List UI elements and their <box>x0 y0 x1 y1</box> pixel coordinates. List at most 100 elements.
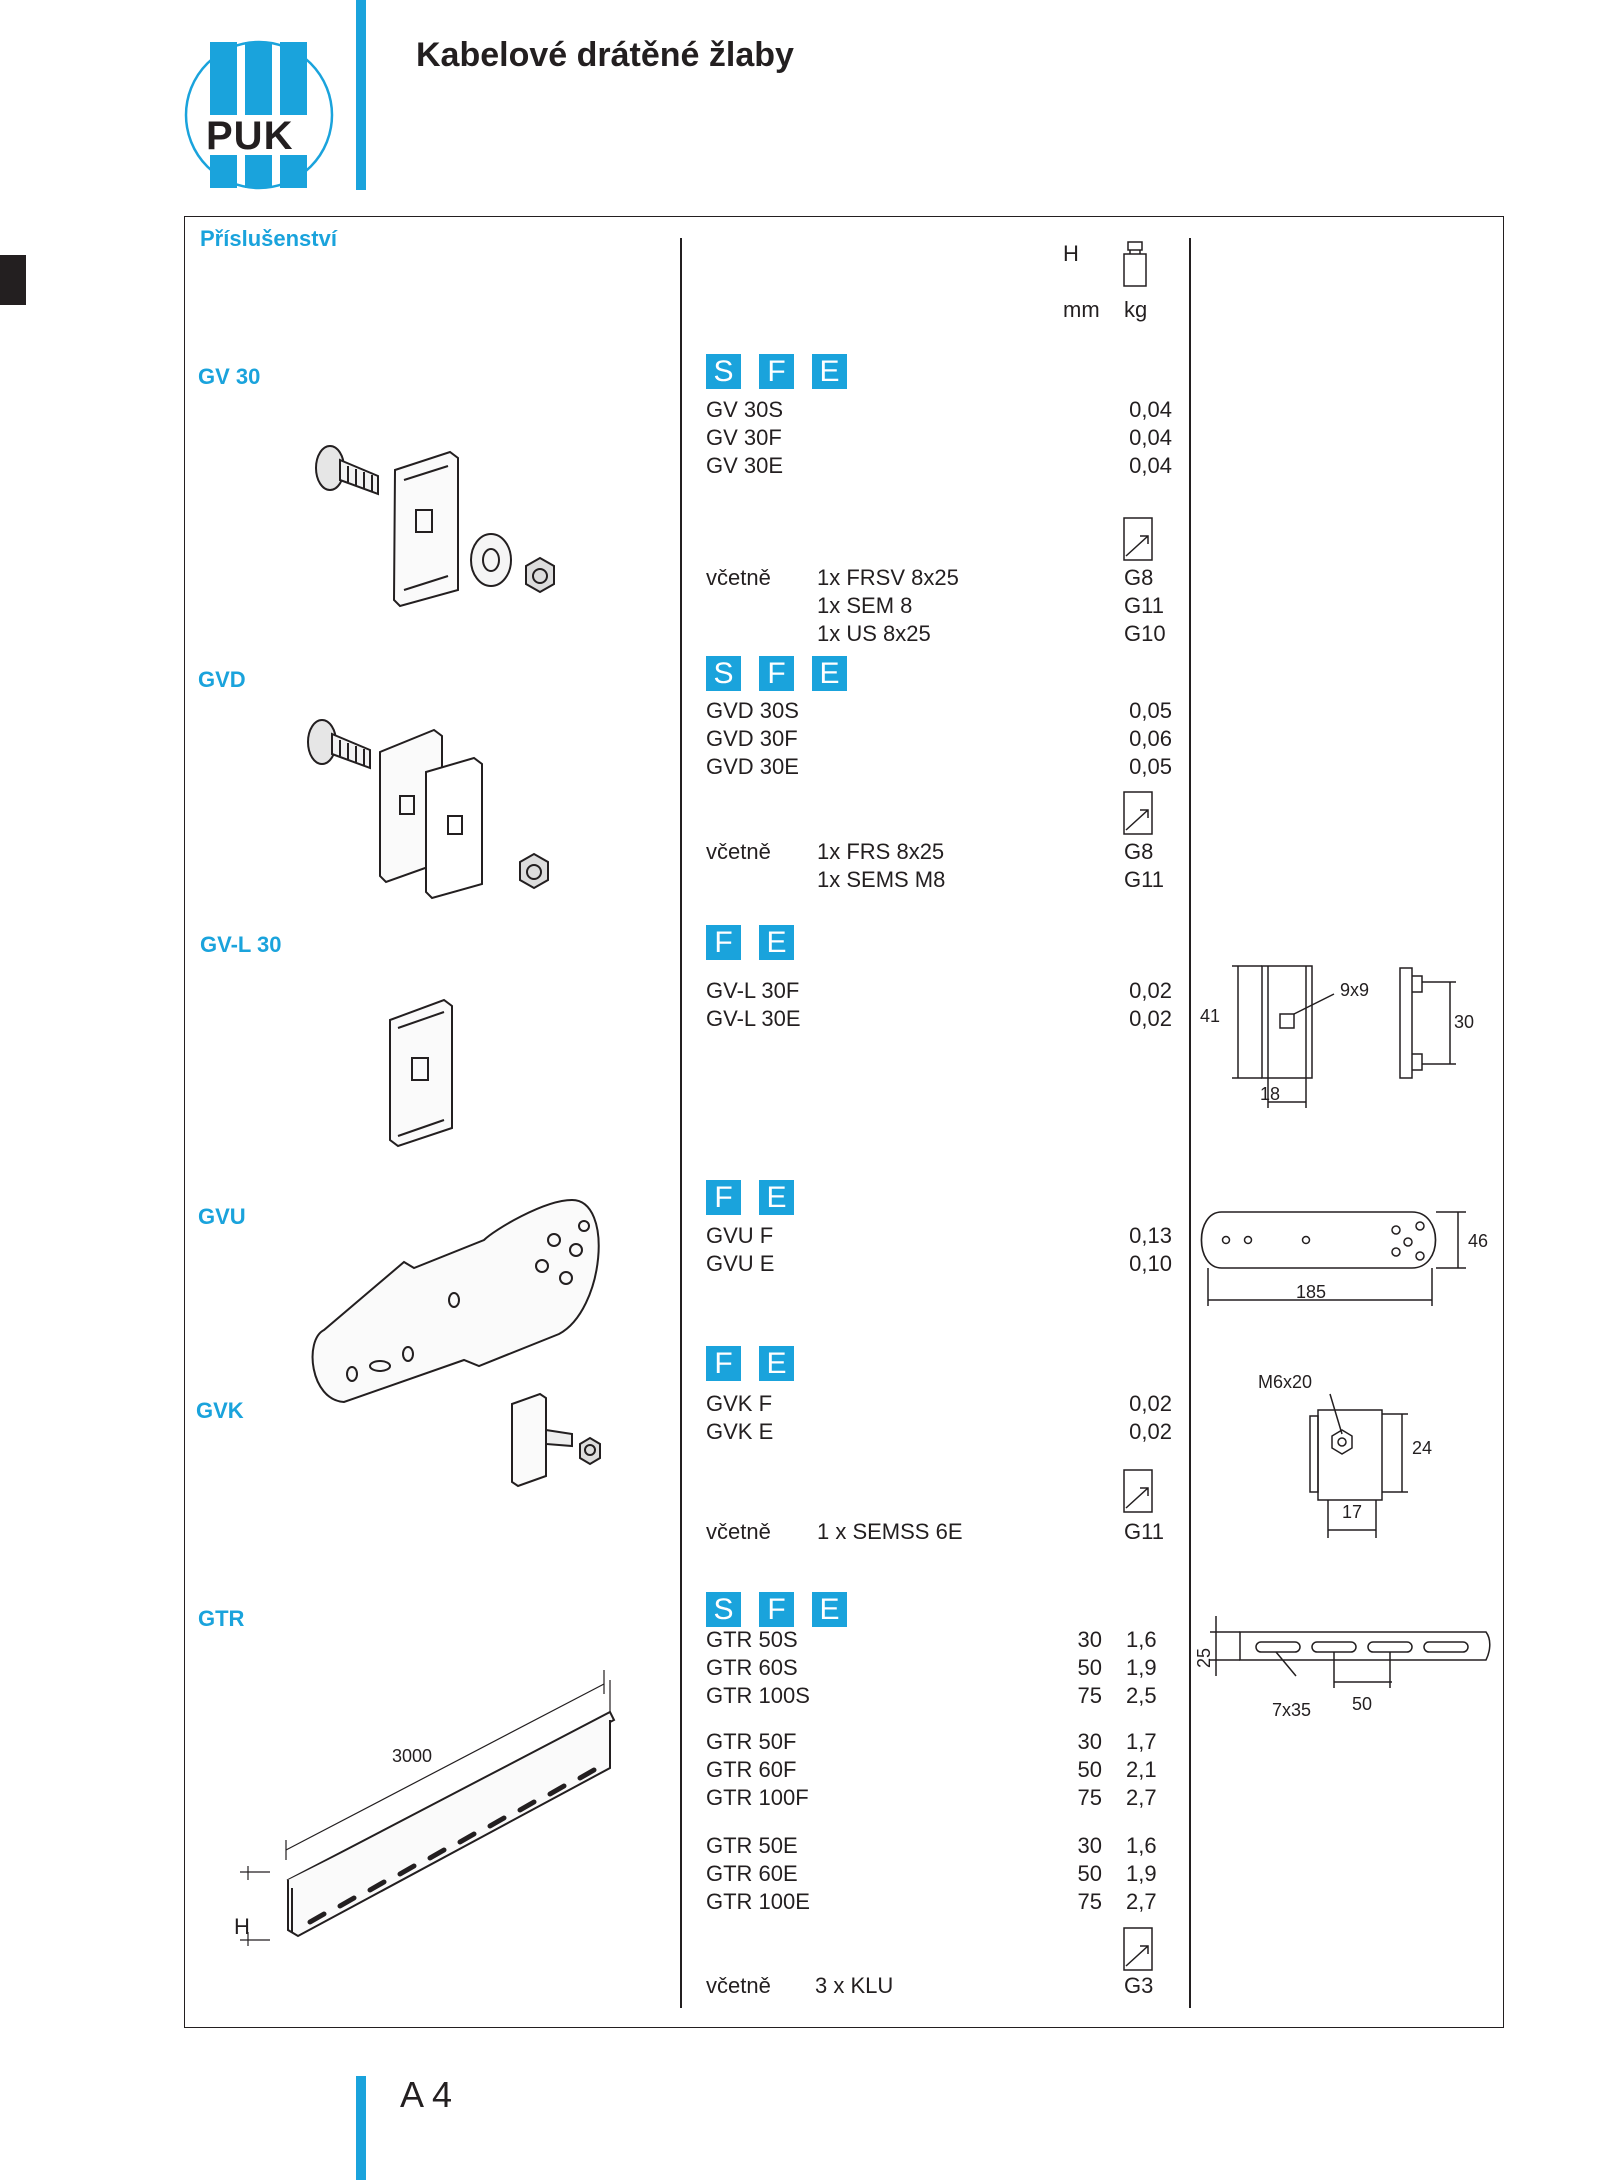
dim-label: 17 <box>1342 1502 1363 1522</box>
chip-e: E <box>812 1592 847 1627</box>
logo-text: PUK <box>206 114 294 158</box>
gvd-illustration <box>307 719 549 900</box>
item-weight: 2,1 <box>1126 1757 1157 1782</box>
gv30-illustration <box>315 445 555 608</box>
dim-label: 41 <box>1200 1006 1221 1026</box>
dim-label: 7x35 <box>1272 1700 1312 1720</box>
dim-label: 9x9 <box>1340 980 1370 1000</box>
item-weight: 1,6 <box>1126 1833 1157 1858</box>
gvl30-dimension-drawing <box>1232 965 1456 1108</box>
item-height: 75 <box>1077 1683 1102 1708</box>
item-code: GTR 60E <box>706 1861 798 1886</box>
column-divider-right <box>1189 238 1191 2008</box>
item-code: GV-L 30F <box>706 978 800 1003</box>
finish-chips-gvk: F E <box>706 1346 794 1381</box>
gtr-illustration <box>240 1670 616 1946</box>
dim-label: M6x20 <box>1258 1372 1313 1392</box>
finish-chips-gtr: S F E <box>706 1592 847 1627</box>
include-ref: G10 <box>1124 621 1166 646</box>
catalog-reference-icon <box>1123 1469 1153 1513</box>
chip-e: E <box>759 1346 794 1381</box>
gvk-dimension-drawing <box>1309 1393 1408 1538</box>
footer-accent-bar <box>356 2076 366 2180</box>
item-weight: 0,13 <box>1129 1223 1172 1248</box>
item-code: GTR 100F <box>706 1785 809 1810</box>
chip-f: F <box>759 1592 794 1627</box>
puk-logo: PUK <box>184 40 334 190</box>
item-code: GVD 30F <box>706 726 798 751</box>
item-height: 30 <box>1077 1729 1102 1754</box>
include-item: 1x FRSV 8x25 <box>817 565 959 590</box>
item-weight: 0,04 <box>1129 397 1172 422</box>
include-ref: G11 <box>1124 867 1164 892</box>
item-weight: 0,10 <box>1129 1251 1172 1276</box>
gvu-dimension-drawing <box>1200 1211 1466 1306</box>
product-name-gvk: GVK <box>196 1398 244 1423</box>
side-tab-marker <box>0 255 26 305</box>
content-frame <box>184 216 1504 2028</box>
item-weight: 0,02 <box>1129 1006 1172 1031</box>
item-weight: 0,04 <box>1129 425 1172 450</box>
include-ref: G8 <box>1124 565 1154 590</box>
item-weight: 1,6 <box>1126 1627 1157 1652</box>
item-weight: 0,02 <box>1129 1391 1172 1416</box>
item-code: GV-L 30E <box>706 1006 801 1031</box>
product-name-gv30: GV 30 <box>198 364 261 389</box>
item-weight: 2,5 <box>1126 1683 1157 1708</box>
finish-chips-gvu: F E <box>706 1180 794 1215</box>
dim-label: 50 <box>1352 1694 1373 1714</box>
include-item: 1x US 8x25 <box>817 621 931 646</box>
include-ref: G11 <box>1124 593 1164 618</box>
dim-label: 30 <box>1454 1012 1475 1032</box>
dim-label: 25 <box>1194 1647 1214 1668</box>
item-height: 30 <box>1077 1627 1102 1652</box>
item-height: 50 <box>1077 1757 1102 1782</box>
include-item: 1 x SEMSS 6E <box>817 1519 963 1544</box>
include-ref: G8 <box>1124 839 1154 864</box>
includes-label: včetně <box>706 839 771 864</box>
col-header-kg: kg <box>1124 297 1148 322</box>
dim-label: 24 <box>1412 1438 1433 1458</box>
chip-f: F <box>759 656 794 691</box>
dim-label: 46 <box>1468 1231 1489 1251</box>
item-code: GTR 100S <box>706 1683 810 1708</box>
chip-e: E <box>759 925 794 960</box>
includes-label: včetně <box>706 1973 771 1998</box>
product-name-gvu: GVU <box>198 1204 246 1229</box>
item-weight: 0,02 <box>1129 1419 1172 1444</box>
item-height: 75 <box>1077 1889 1102 1914</box>
item-weight: 1,9 <box>1126 1861 1157 1886</box>
dim-label: H <box>234 1914 250 1939</box>
finish-chips-gvd: S F E <box>706 656 847 691</box>
chip-f: F <box>706 925 741 960</box>
chip-s: S <box>706 354 741 389</box>
gvk-illustration <box>511 1392 601 1488</box>
chip-f: F <box>706 1180 741 1215</box>
product-name-gvd: GVD <box>198 667 246 692</box>
finish-chips-gvl30: F E <box>706 925 794 960</box>
item-weight: 0,02 <box>1129 978 1172 1003</box>
item-code: GVU F <box>706 1223 774 1248</box>
item-code: GV 30E <box>706 453 784 478</box>
include-item: 1x SEM 8 <box>817 593 913 618</box>
item-code: GTR 60S <box>706 1655 798 1680</box>
catalog-reference-icon <box>1123 517 1153 561</box>
item-code: GV 30F <box>706 425 782 450</box>
col-header-h: H <box>1063 241 1079 266</box>
dim-label: 18 <box>1260 1084 1281 1104</box>
item-weight: 0,05 <box>1129 754 1172 779</box>
catalog-reference-icon <box>1123 1927 1153 1971</box>
include-item: 3 x KLU <box>815 1973 894 1998</box>
item-height: 50 <box>1077 1655 1102 1680</box>
chip-f: F <box>706 1346 741 1381</box>
product-name-gvl30: GV-L 30 <box>200 932 282 957</box>
include-ref: G11 <box>1124 1519 1164 1544</box>
item-code: GTR 50S <box>706 1627 798 1652</box>
item-code: GVD 30S <box>706 698 799 723</box>
finish-chips-gv30: S F E <box>706 354 847 389</box>
item-weight: 0,05 <box>1129 698 1172 723</box>
dim-label: 185 <box>1296 1282 1327 1302</box>
chip-e: E <box>812 354 847 389</box>
item-weight: 2,7 <box>1126 1785 1157 1810</box>
item-weight: 1,9 <box>1126 1655 1157 1680</box>
